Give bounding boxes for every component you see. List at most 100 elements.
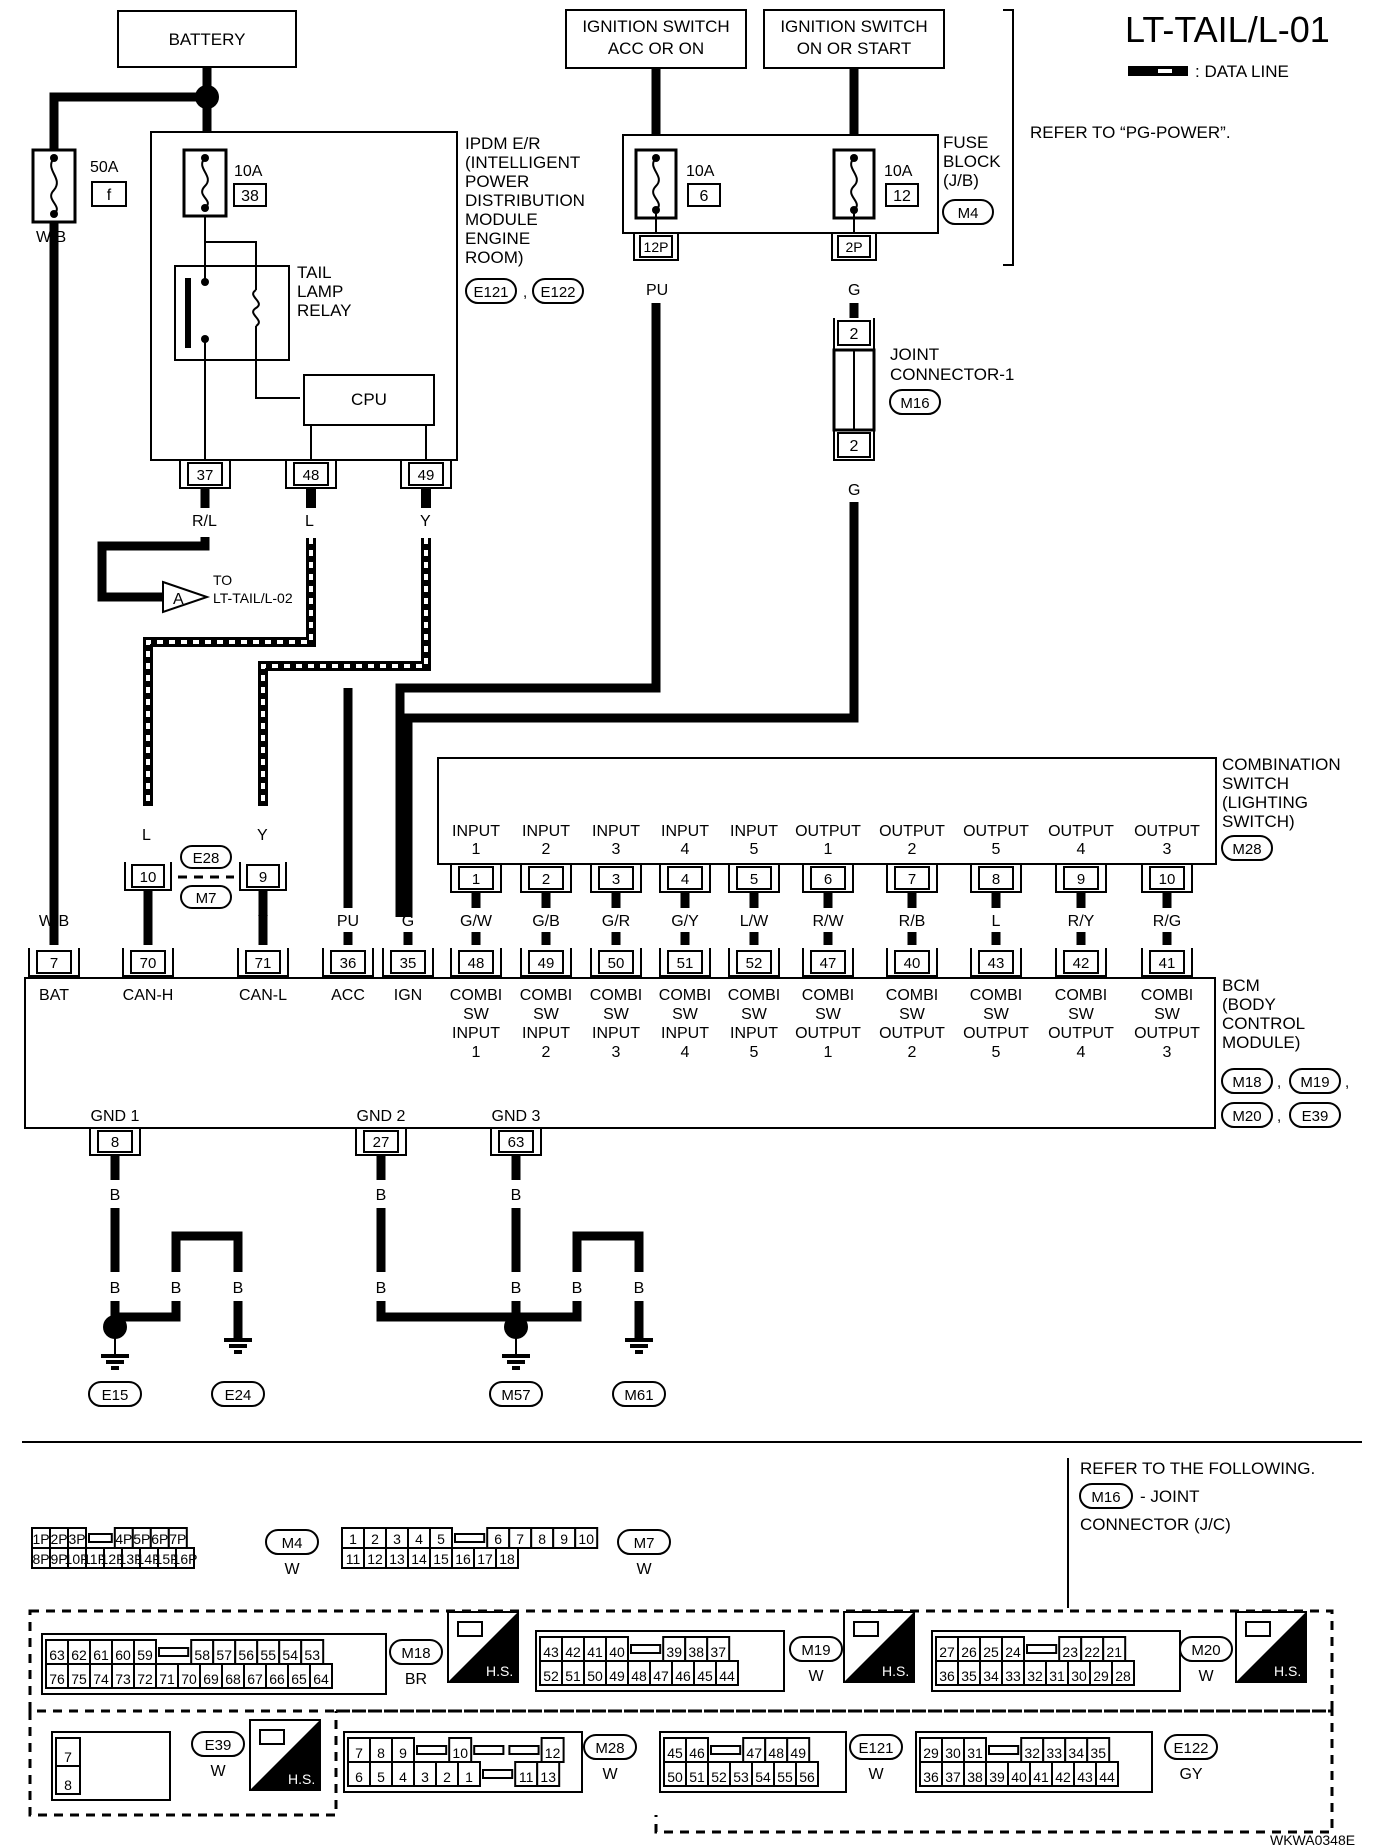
svg-text:14P: 14P — [137, 1551, 162, 1567]
svg-text:10: 10 — [452, 1745, 468, 1761]
bcm-ground-name: GND 2 — [357, 1108, 406, 1125]
combi-wire-color: G/R — [602, 913, 630, 930]
svg-text:33: 33 — [1046, 1745, 1062, 1761]
combi-terminal-number: 4 — [1077, 841, 1086, 858]
svg-text:50: 50 — [587, 1668, 603, 1684]
svg-text:M7: M7 — [196, 890, 217, 907]
bcm-pin: 71 — [255, 955, 272, 972]
inline-connector-e28-m7: 10 9 E28 M7 — [124, 845, 287, 909]
combi-terminal-pin: 3 — [612, 871, 620, 888]
bcm-pin: 35 — [400, 955, 417, 972]
ipdm-pin-48: 48 — [285, 460, 337, 489]
ipdm-fuse-amp: 10A — [234, 163, 263, 180]
svg-text:49: 49 — [609, 1668, 625, 1684]
ignition-acc-mode: ACC OR ON — [608, 39, 704, 58]
svg-text:5P: 5P — [133, 1531, 150, 1547]
svg-text:TO: TO — [213, 572, 232, 588]
ipdm-fuse-id: 38 — [241, 188, 259, 205]
svg-text:ENGINE: ENGINE — [465, 229, 530, 248]
svg-text:26: 26 — [961, 1644, 977, 1660]
svg-text:MODULE: MODULE — [465, 210, 538, 229]
bcm-combi-pin-name: COMBI — [520, 987, 572, 1004]
svg-text:31: 31 — [1049, 1668, 1065, 1684]
svg-text:30: 30 — [1071, 1668, 1087, 1684]
combi-terminal-name: INPUT — [592, 823, 640, 840]
svg-text:32: 32 — [1024, 1745, 1040, 1761]
combi-wire-color: G/B — [532, 913, 560, 930]
refer-power-text: REFER TO “PG-POWER”. — [1030, 123, 1231, 142]
combi-terminal-name: OUTPUT — [795, 823, 861, 840]
svg-text:7: 7 — [516, 1531, 524, 1547]
svg-text:41: 41 — [1033, 1769, 1049, 1785]
svg-text:34: 34 — [983, 1668, 999, 1684]
svg-text:M18: M18 — [1232, 1074, 1261, 1091]
svg-text:POWER: POWER — [465, 172, 529, 191]
combi-terminal-name: INPUT — [730, 823, 778, 840]
power-bracket — [1003, 9, 1014, 266]
bcm-ground-name: GND 3 — [492, 1108, 541, 1125]
svg-text:13P: 13P — [119, 1551, 144, 1567]
combi-terminal-pin: 1 — [472, 871, 480, 888]
fuse-block-pin-2p: 2P — [831, 233, 877, 261]
svg-text:CONNECTOR (J/C): CONNECTOR (J/C) — [1080, 1515, 1231, 1534]
bcm-combi-pin: 47 — [820, 955, 837, 972]
combi-wire-color: R/W — [812, 913, 844, 930]
svg-text:M19: M19 — [1300, 1074, 1329, 1091]
combi-terminal-pin: 6 — [824, 871, 832, 888]
connector-color: W — [602, 1766, 618, 1783]
bcm-combi-pins: 48COMBISWINPUT149COMBISWINPUT250COMBISWI… — [450, 948, 1200, 1061]
svg-text:4: 4 — [399, 1769, 407, 1785]
fuse-50a-amp: 50A — [90, 159, 119, 176]
svg-text:54: 54 — [755, 1769, 771, 1785]
connector-id: M18 — [401, 1645, 430, 1662]
wire-label-l-top: L — [305, 513, 314, 530]
hs-label: H.S. — [486, 1663, 513, 1679]
bcm-combi-pin-name: SW — [603, 1006, 630, 1023]
bcm-combi-pin-name: SW — [672, 1006, 699, 1023]
ipdm-pin-37: 37 — [179, 460, 231, 489]
svg-text:58: 58 — [194, 1647, 210, 1663]
svg-text:47: 47 — [653, 1668, 669, 1684]
wire-label-b: B — [110, 1280, 121, 1297]
svg-text:32: 32 — [1027, 1668, 1043, 1684]
bcm-combi-pin-name: 3 — [612, 1044, 621, 1061]
combi-terminal-name: INPUT — [452, 823, 500, 840]
svg-text:42: 42 — [565, 1644, 581, 1660]
bcm-pin-name: BAT — [39, 987, 69, 1004]
bcm-combi-pin: 41 — [1159, 955, 1176, 972]
wire-label-y-mid: Y — [257, 827, 268, 844]
battery-wire-50a — [49, 92, 207, 150]
connector-id: E122 — [1173, 1740, 1208, 1757]
svg-text:13: 13 — [540, 1769, 556, 1785]
svg-text:- JOINT: - JOINT — [1140, 1487, 1200, 1506]
bcm-combi-pin-name: 4 — [681, 1044, 690, 1061]
bcm-combi-pin-name: OUTPUT — [879, 1025, 945, 1042]
svg-text:48: 48 — [303, 467, 320, 484]
bcm-wire-color: PU — [337, 913, 359, 930]
bcm-combi-pin-name: SW — [533, 1006, 560, 1023]
svg-text:SWITCH: SWITCH — [1222, 774, 1289, 793]
svg-text:8P: 8P — [32, 1551, 49, 1567]
combi-wire-color: R/G — [1153, 913, 1181, 930]
svg-text:6: 6 — [355, 1769, 363, 1785]
svg-text:2P: 2P — [50, 1531, 67, 1547]
svg-text:7: 7 — [64, 1749, 72, 1765]
svg-text:9: 9 — [560, 1531, 568, 1547]
svg-text:5: 5 — [377, 1769, 385, 1785]
svg-text:52: 52 — [711, 1769, 727, 1785]
combi-terminal-number: 3 — [612, 841, 621, 858]
svg-text:76: 76 — [49, 1671, 65, 1687]
svg-text:60: 60 — [115, 1647, 131, 1663]
svg-text:MODULE): MODULE) — [1222, 1033, 1300, 1052]
combi-terminal-number: 2 — [542, 841, 551, 858]
bcm-combi-pin-name: COMBI — [659, 987, 711, 1004]
svg-text:37: 37 — [945, 1769, 961, 1785]
svg-text:5: 5 — [437, 1531, 445, 1547]
combi-wire-color: L — [992, 913, 1001, 930]
svg-text:43: 43 — [1077, 1769, 1093, 1785]
bcm-combi-pin-name: 4 — [1077, 1044, 1086, 1061]
svg-text:2P: 2P — [845, 239, 862, 255]
